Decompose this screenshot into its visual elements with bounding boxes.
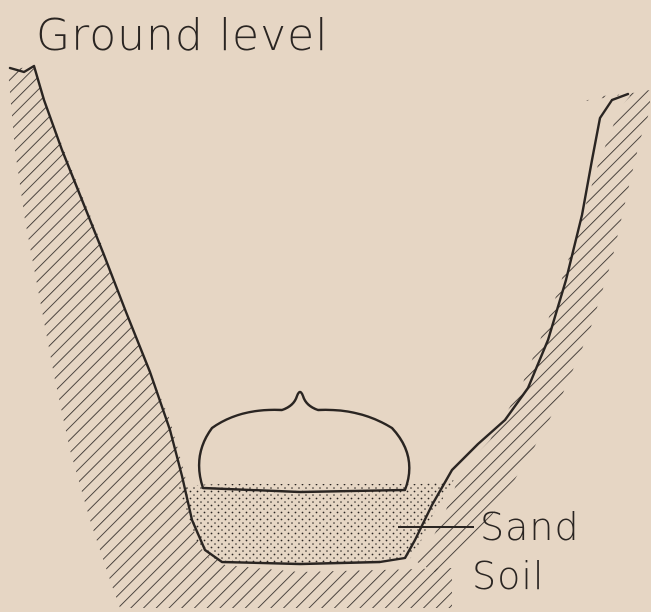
right-soil-bank — [410, 90, 650, 575]
ground-level-label: Ground level — [36, 10, 328, 61]
bulb-shape — [199, 392, 409, 492]
soil-label: Soil — [472, 554, 545, 598]
sand-label: Sand — [480, 505, 580, 549]
